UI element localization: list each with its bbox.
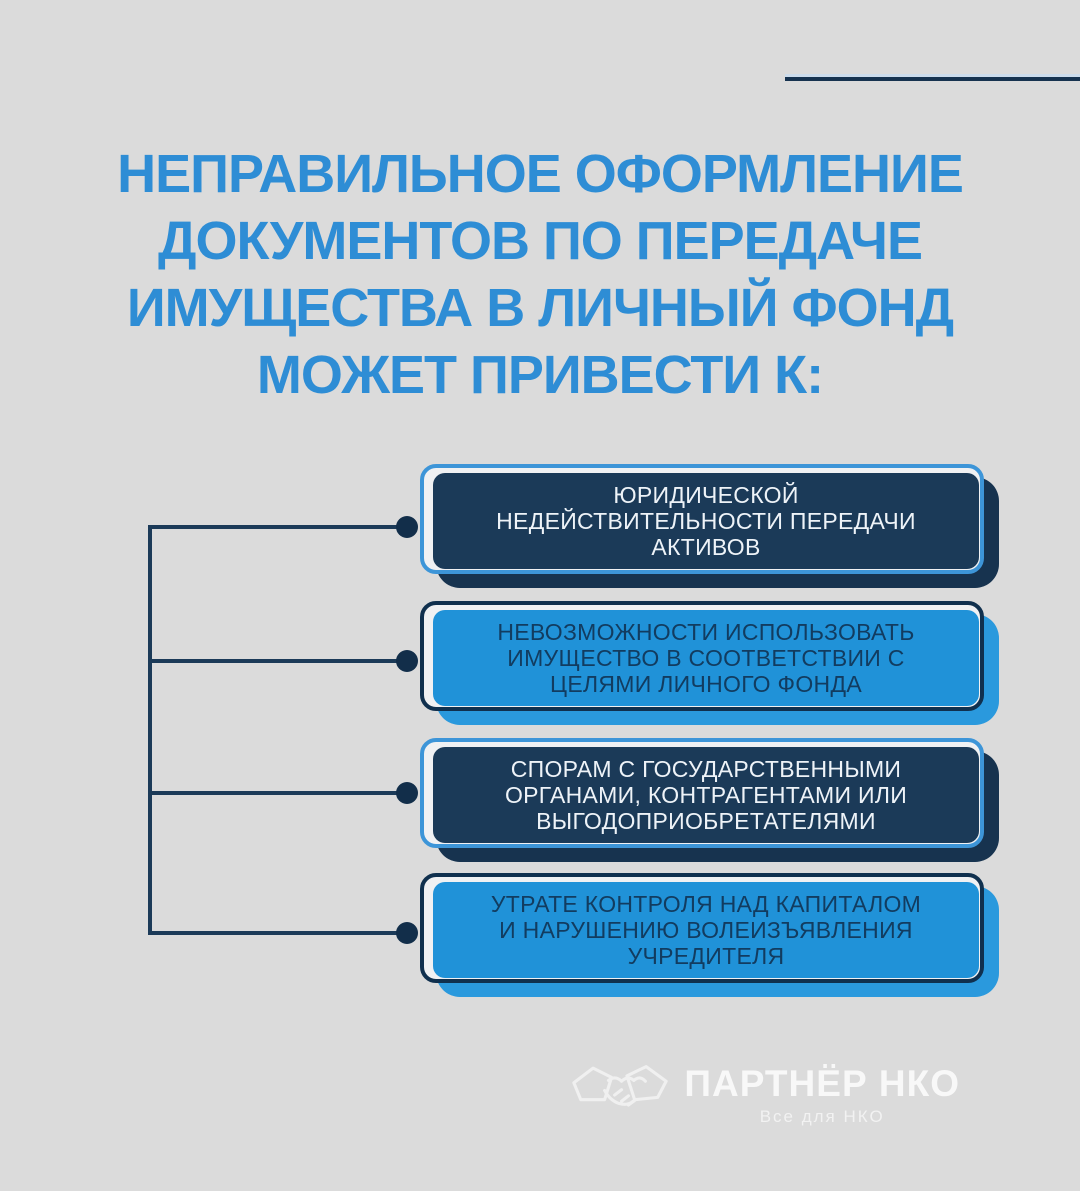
box-1-line-2: НЕДЕЙСТВИТЕЛЬНОСТИ ПЕРЕДАЧИ [496,508,916,534]
consequence-box-legal-invalidity: ЮРИДИЧЕСКОЙ НЕДЕЙСТВИТЕЛЬНОСТИ ПЕРЕДАЧИ … [420,464,999,588]
top-decorative-line [785,74,1080,81]
box-4-line-1: УТРАТЕ КОНТРОЛЯ НАД КАПИТАЛОМ [490,891,922,917]
box-3-line-2: ОРГАНАМИ, КОНТРАГЕНТАМИ ИЛИ [504,782,908,808]
box-4-line-3: УЧРЕДИТЕЛЯ [627,943,785,969]
box-3-line-1: СПОРАМ С ГОСУДАРСТВЕННЫМИ [510,756,902,782]
page-title-line-4: МОЖЕТ ПРИВЕСТИ К: [256,345,824,405]
box-2-line-3: ЦЕЛЯМИ ЛИЧНОГО ФОНДА [550,671,862,697]
connector-node-dot-2 [396,650,418,672]
box-1-line-1: ЮРИДИЧЕСКОЙ [613,482,799,508]
brand-tagline: Все для НКО [759,1106,885,1126]
connector-branch-4 [148,931,408,935]
box-label: УТРАТЕ КОНТРОЛЯ НАД КАПИТАЛОМ И НАРУШЕНИ… [433,882,979,978]
top-decorative-line-highlight [785,74,1080,77]
brand-name: ПАРТНЁР НКО [684,1062,960,1104]
connector-node-dot-4 [396,922,418,944]
consequence-box-loss-of-control: УТРАТЕ КОНТРОЛЯ НАД КАПИТАЛОМ И НАРУШЕНИ… [420,873,999,997]
page-title-line-2: ДОКУМЕНТОВ ПО ПЕРЕДАЧЕ [157,211,923,271]
box-label: НЕВОЗМОЖНОСТИ ИСПОЛЬЗОВАТЬ ИМУЩЕСТВО В С… [433,610,979,706]
connector-node-dot-3 [396,782,418,804]
brand-logo: ПАРТНЁР НКО Все для НКО [570,1060,960,1129]
connector-branch-1 [148,525,408,529]
page-title: НЕПРАВИЛЬНОЕ ОФОРМЛЕНИЕ ДОКУМЕНТОВ ПО ПЕ… [60,141,1020,409]
page-title-line-1: НЕПРАВИЛЬНОЕ ОФОРМЛЕНИЕ [117,144,964,204]
brand-logo-words: ПАРТНЁР НКО Все для НКО [684,1063,960,1127]
box-2-line-2: ИМУЩЕСТВО В СООТВЕТСТВИИ С [507,645,905,671]
connector-vertical-line [148,525,152,935]
box-1-line-3: АКТИВОВ [651,534,761,560]
consequence-box-disputes: СПОРАМ С ГОСУДАРСТВЕННЫМИ ОРГАНАМИ, КОНТ… [420,738,999,862]
connector-node-dot-1 [396,516,418,538]
connector-branch-2 [148,659,408,663]
box-3-line-3: ВЫГОДОПРИОБРЕТАТЕЛЯМИ [536,808,876,834]
box-label: ЮРИДИЧЕСКОЙ НЕДЕЙСТВИТЕЛЬНОСТИ ПЕРЕДАЧИ … [433,473,979,569]
consequence-box-unusable-property: НЕВОЗМОЖНОСТИ ИСПОЛЬЗОВАТЬ ИМУЩЕСТВО В С… [420,601,999,725]
page-title-line-3: ИМУЩЕСТВА В ЛИЧНЫЙ ФОНД [126,278,954,338]
box-2-line-1: НЕВОЗМОЖНОСТИ ИСПОЛЬЗОВАТЬ [497,619,915,645]
handshake-icon [570,1060,670,1129]
connector-branch-3 [148,791,408,795]
top-decorative-line-dark [785,77,1080,81]
box-4-line-2: И НАРУШЕНИЮ ВОЛЕИЗЪЯВЛЕНИЯ [499,917,913,943]
box-label: СПОРАМ С ГОСУДАРСТВЕННЫМИ ОРГАНАМИ, КОНТ… [433,747,979,843]
